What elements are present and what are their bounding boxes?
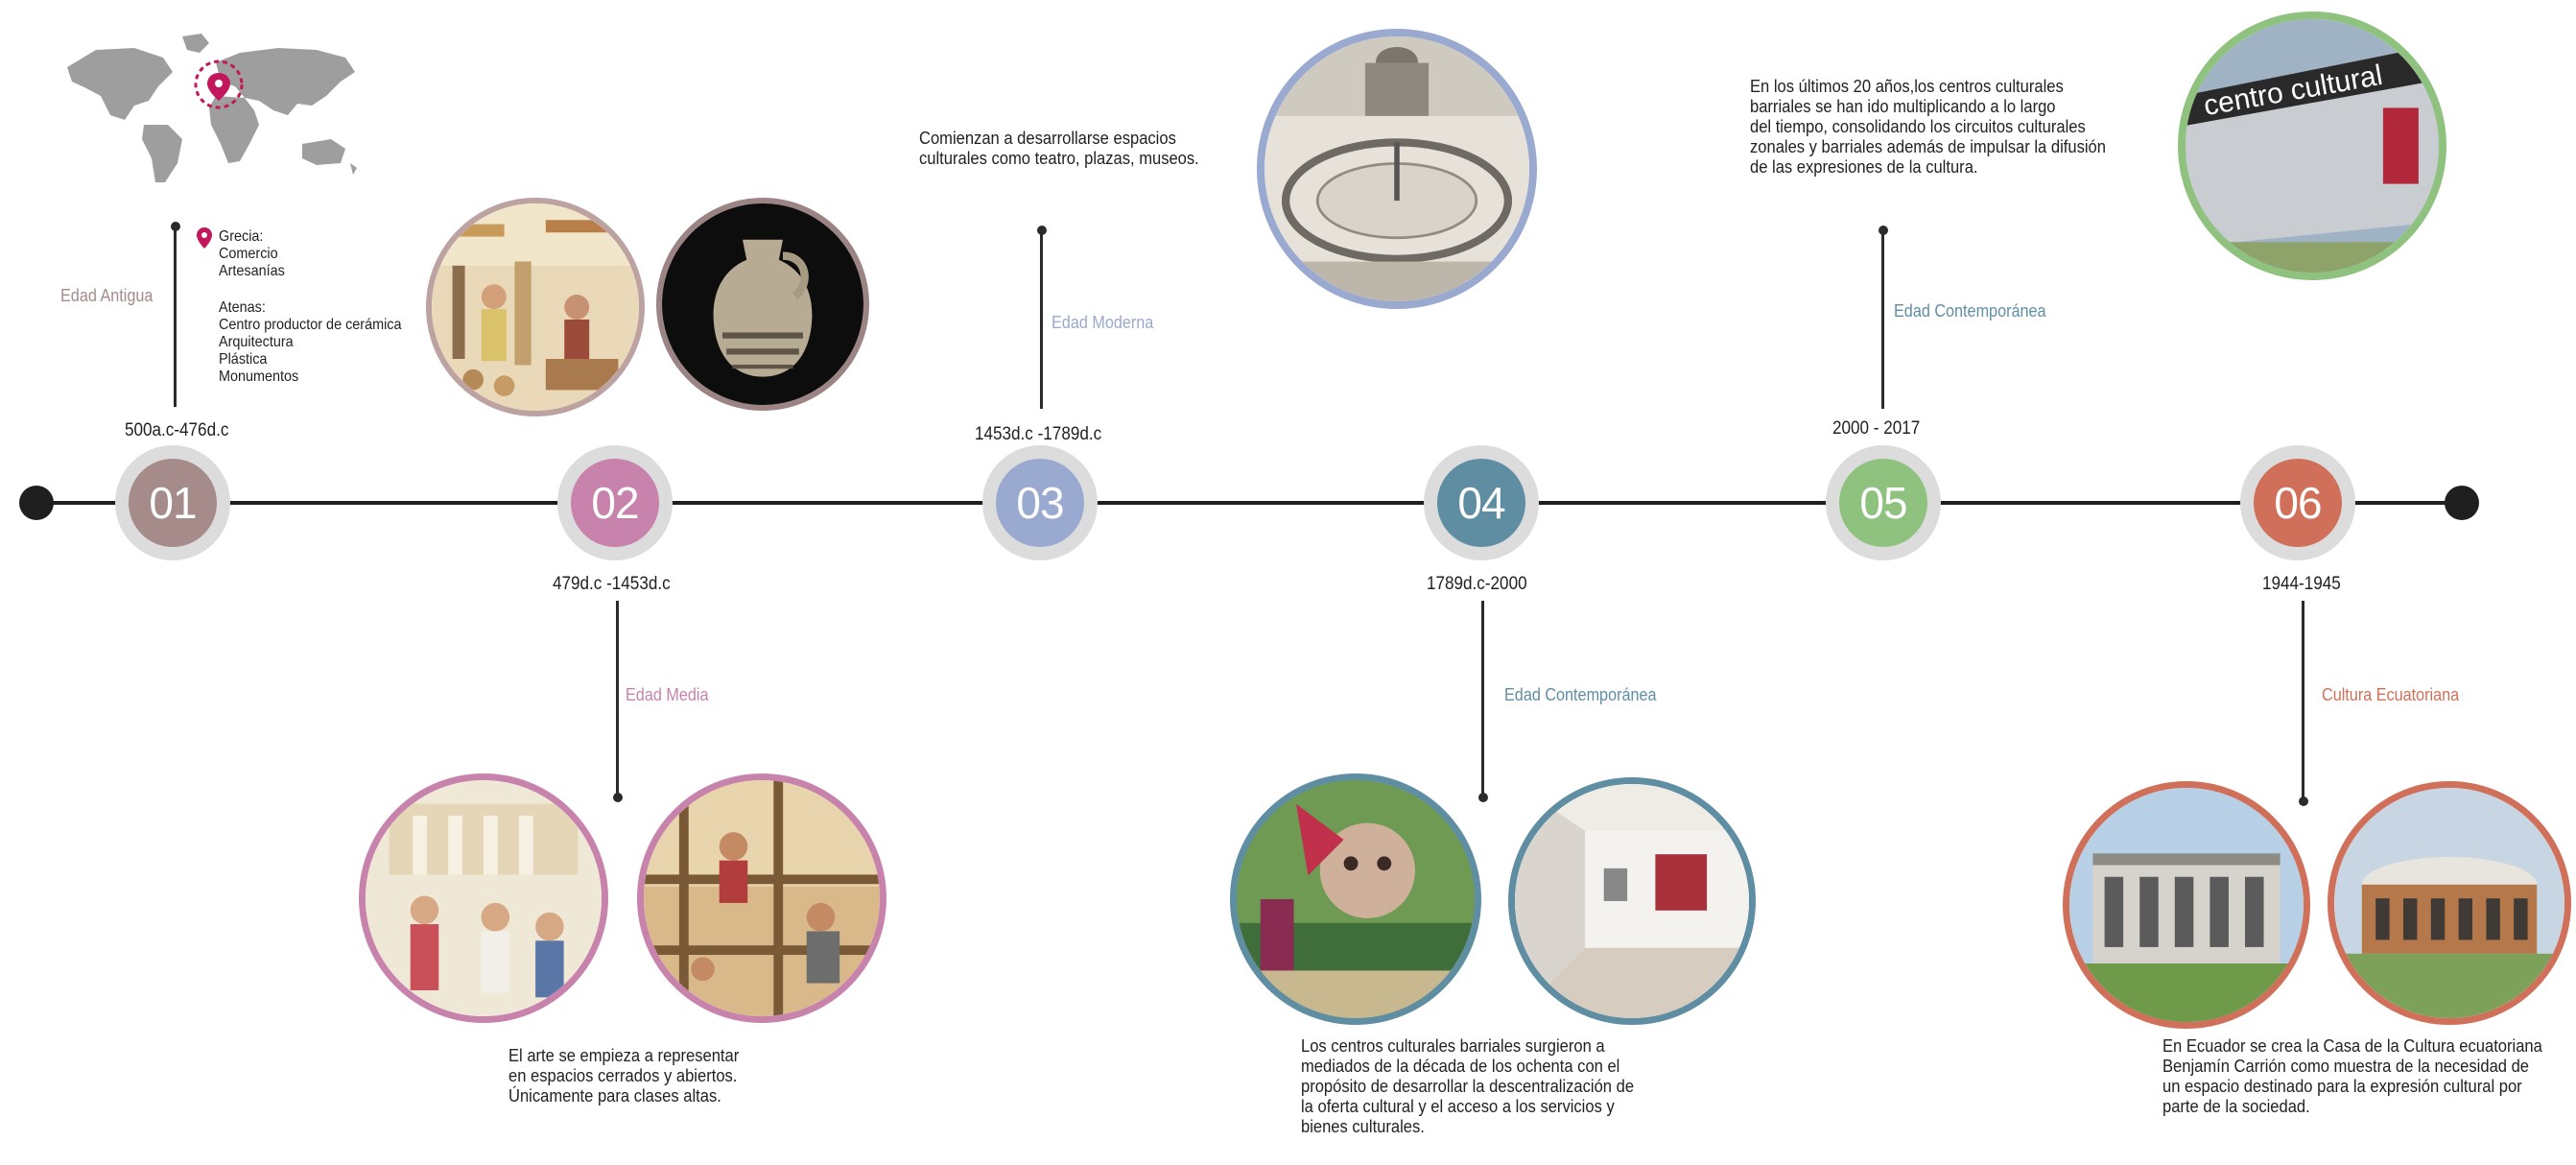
- milestone-date-02: 479d.c -1453d.c: [553, 574, 671, 594]
- connector-05: [1881, 230, 1884, 409]
- connector-dot-01: [171, 222, 180, 231]
- milestone-date-05: 2000 - 2017: [1832, 418, 1921, 439]
- timeline-start-dot: [19, 486, 54, 520]
- era-label-01: Edad Antigua: [60, 286, 154, 305]
- connector-dot-02: [613, 793, 623, 802]
- milestone-node-03: 03: [982, 445, 1098, 560]
- milestone-node-01: 01: [115, 445, 230, 560]
- connector-dot-05: [1879, 226, 1888, 235]
- milestone-node-04: 04: [1424, 445, 1539, 560]
- connector-dot-06: [2299, 796, 2308, 806]
- description-ecuatoriana: En Ecuador se crea la Casa de la Cultura…: [2162, 1036, 2542, 1116]
- timeline-line: [35, 501, 2462, 505]
- connector-04: [1481, 601, 1484, 800]
- casa-cultura-building-photo: [2063, 781, 2310, 1029]
- connector-dot-03: [1037, 226, 1047, 235]
- milestone-date-06: 1944-1945: [2262, 574, 2341, 594]
- description-media: El arte se empieza a representar en espa…: [508, 1046, 740, 1106]
- era-label-03: Edad Moderna: [1052, 313, 1154, 332]
- connector-02: [616, 601, 619, 800]
- milestone-number: 02: [571, 459, 659, 547]
- milestone-number: 05: [1839, 459, 1927, 547]
- scaffold-artist-photo: [637, 773, 886, 1023]
- connector-01: [174, 226, 177, 407]
- timeline-end-dot: [2445, 486, 2479, 520]
- milestone-date-03: 1453d.c -1789d.c: [975, 424, 1102, 444]
- world-map-icon: [58, 29, 365, 192]
- description-contemporanea-05: En los últimos 20 años,los centros cultu…: [1750, 77, 2106, 177]
- casa-cultura-dome-photo: [2328, 781, 2571, 1025]
- location-pin-icon: [196, 226, 213, 250]
- art-gallery-photo: [1508, 777, 1756, 1025]
- milestone-number: 06: [2254, 459, 2342, 547]
- market-illustration-photo: [426, 198, 645, 416]
- medieval-scene-photo: [359, 773, 608, 1023]
- centro-cultural-photo: centro cultural: [2178, 12, 2446, 280]
- era-label-04: Edad Contemporánea: [1504, 685, 1657, 704]
- st-peters-square-photo: [1257, 29, 1537, 309]
- connector-06: [2302, 601, 2304, 804]
- era-label-02: Edad Media: [626, 685, 709, 704]
- milestone-date-01: 500a.c-476d.c: [125, 420, 229, 440]
- milestone-node-02: 02: [557, 445, 673, 560]
- antigua-notes-atenas: Atenas: Centro productor de cerámica Arq…: [219, 299, 402, 385]
- milestone-node-05: 05: [1826, 445, 1941, 560]
- description-contemporanea-04: Los centros culturales barriales surgier…: [1301, 1036, 1635, 1136]
- antigua-notes-grecia: Grecia: Comercio Artesanías: [219, 228, 285, 279]
- milestone-number: 03: [996, 459, 1084, 547]
- connector-dot-04: [1478, 793, 1488, 802]
- milestone-number: 04: [1437, 459, 1525, 547]
- description-moderna: Comienzan a desarrollarse espacios cultu…: [919, 129, 1199, 168]
- street-mural-photo: [1230, 773, 1481, 1025]
- era-label-05: Edad Contemporánea: [1894, 301, 2046, 321]
- milestone-date-04: 1789d.c-2000: [1427, 574, 1527, 594]
- milestone-node-06: 06: [2240, 445, 2355, 560]
- connector-03: [1040, 230, 1043, 409]
- milestone-number: 01: [129, 459, 217, 547]
- era-label-06: Cultura Ecuatoriana: [2322, 685, 2460, 704]
- greek-vase-photo: [656, 198, 869, 411]
